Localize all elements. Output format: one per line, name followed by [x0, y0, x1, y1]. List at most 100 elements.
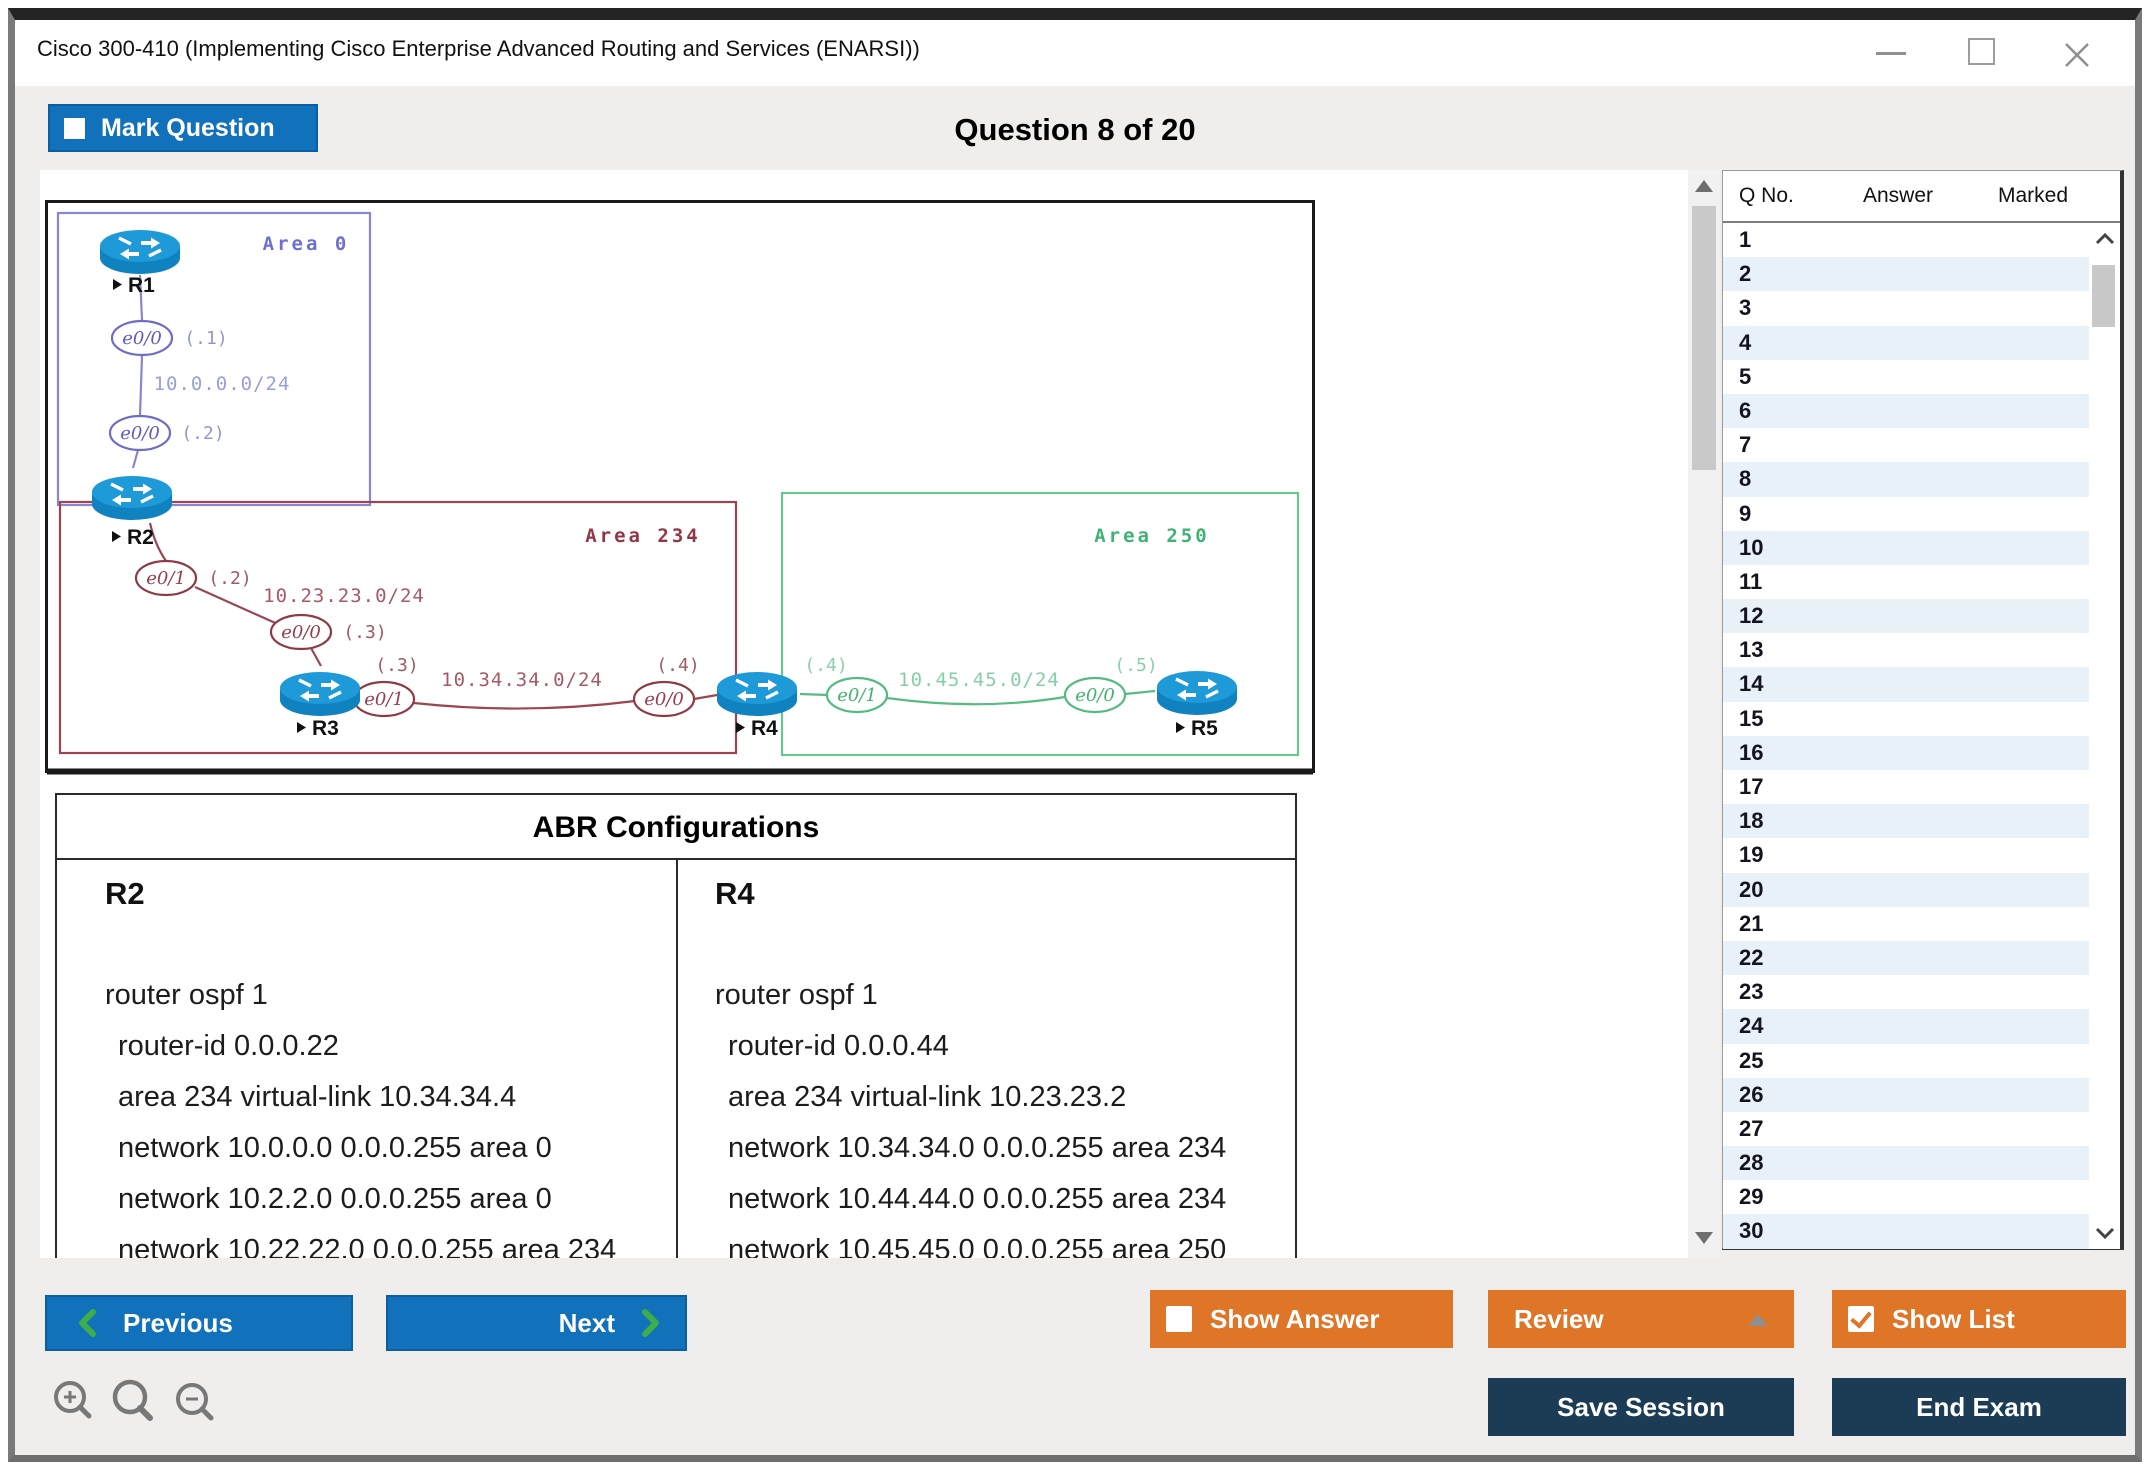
scrollbar-thumb[interactable] [1692, 206, 1716, 470]
question-row[interactable]: 8 [1723, 462, 2090, 497]
device-heading: R4 [715, 876, 755, 911]
question-row[interactable]: 23 [1723, 975, 2090, 1010]
interface-oval: e0/0 (.3) [269, 613, 387, 651]
mark-question-checkbox-icon [64, 117, 85, 139]
question-row[interactable]: 25 [1723, 1043, 2090, 1078]
chevron-left-icon [79, 1309, 96, 1337]
area-0-label: Area 0 [263, 233, 350, 255]
zoom-reset-icon[interactable] [112, 1379, 153, 1421]
show-list-checkbox-icon [1848, 1305, 1874, 1332]
question-row[interactable]: 9 [1723, 496, 2090, 531]
abr-configurations-table: ABR Configurations R2 router ospf 1 rout… [55, 793, 1297, 1258]
question-row[interactable]: 13 [1723, 633, 2090, 668]
review-button[interactable]: Review [1488, 1290, 1794, 1348]
next-label: Next [558, 1307, 615, 1338]
question-row[interactable]: 4 [1723, 325, 2090, 360]
show-list-button[interactable]: Show List [1832, 1290, 2126, 1348]
check-icon [1850, 1305, 1872, 1329]
show-answer-button[interactable]: Show Answer [1150, 1290, 1453, 1348]
router-icon [717, 672, 797, 716]
question-list-header: Q No. Answer Marked [1723, 171, 2120, 223]
network-topology-exhibit: Area 0 Area 234 Area 250 10.0.0.0/24 10.… [45, 200, 1315, 776]
content-scrollbar[interactable] [1688, 170, 1720, 1258]
config-line: network 10.22.22.0 0.0.0.255 area 234 [118, 1234, 617, 1258]
svg-text:(.3): (.3) [343, 622, 386, 643]
question-row[interactable]: 21 [1723, 906, 2090, 941]
router-label: R5 [1191, 717, 1218, 740]
question-row[interactable]: 30 [1723, 1214, 2090, 1249]
router-label: R1 [128, 274, 155, 297]
question-row[interactable]: 2 [1723, 257, 2090, 292]
config-line: network 10.34.34.0 0.0.0.255 area 234 [728, 1132, 1227, 1164]
question-row[interactable]: 15 [1723, 701, 2090, 736]
config-line: area 234 virtual-link 10.34.34.4 [118, 1081, 517, 1113]
question-row[interactable]: 26 [1723, 1077, 2090, 1112]
svg-text:e0/0: e0/0 [1075, 685, 1115, 706]
router-icon [280, 672, 360, 716]
collapse-arrow-icon [1748, 1314, 1768, 1326]
close-icon[interactable] [2062, 40, 2092, 70]
minimize-icon[interactable] [1876, 52, 1906, 55]
question-row[interactable]: 18 [1723, 804, 2090, 839]
svg-text:(.2): (.2) [181, 423, 224, 444]
interface-oval: e0/0 (.2) [108, 414, 225, 452]
router-icon [1157, 671, 1237, 715]
router-label: R3 [312, 717, 339, 740]
scroll-up-icon[interactable] [1695, 180, 1713, 192]
marker-icon [736, 722, 745, 733]
question-row[interactable]: 12 [1723, 599, 2090, 634]
review-label: Review [1514, 1303, 1604, 1334]
question-row[interactable]: 1 [1723, 223, 2090, 258]
question-row[interactable]: 27 [1723, 1111, 2090, 1147]
col-qno: Q No. [1739, 184, 1794, 207]
mark-question-button[interactable]: Mark Question [48, 104, 318, 152]
show-answer-label: Show Answer [1210, 1303, 1380, 1334]
previous-button[interactable]: Previous [45, 1295, 353, 1351]
question-counter: Question 8 of 20 [954, 112, 1196, 147]
question-row[interactable]: 17 [1723, 770, 2090, 805]
svg-text:e0/1: e0/1 [837, 685, 877, 706]
svg-text:e0/0: e0/0 [120, 423, 160, 444]
question-row[interactable]: 24 [1723, 1009, 2090, 1044]
zoom-in-icon[interactable] [54, 1381, 92, 1419]
question-row[interactable]: 14 [1723, 667, 2090, 702]
end-exam-label: End Exam [1916, 1391, 2042, 1422]
marker-icon [1176, 722, 1185, 733]
scroll-up-icon[interactable] [2095, 233, 2115, 245]
next-button[interactable]: Next [386, 1295, 687, 1351]
end-exam-button[interactable]: End Exam [1832, 1378, 2126, 1436]
question-row[interactable]: 20 [1723, 872, 2090, 907]
question-row[interactable]: 22 [1723, 940, 2090, 976]
question-row[interactable]: 19 [1723, 838, 2090, 873]
interface-oval: e0/1 (.3) [352, 655, 419, 718]
question-row[interactable]: 16 [1723, 735, 2090, 770]
maximize-icon[interactable] [1968, 38, 1995, 65]
router-labels: R1 R2 R3 R4 R5 [112, 274, 1218, 740]
scroll-down-icon[interactable] [2095, 1227, 2115, 1239]
svg-text:e0/0: e0/0 [644, 689, 684, 710]
question-list-panel: Q No. Answer Marked 1 2 3 4 5 6 7 8 9 10… [1722, 170, 2124, 1250]
router-icon [100, 230, 180, 274]
scroll-down-icon[interactable] [1695, 1232, 1713, 1244]
topology-diagram: Area 0 Area 234 Area 250 10.0.0.0/24 10.… [45, 200, 1315, 775]
interface-oval: e0/0 (.4) [632, 655, 700, 718]
question-row[interactable]: 3 [1723, 291, 2090, 326]
marker-icon [297, 722, 306, 733]
question-row[interactable]: 11 [1723, 564, 2090, 600]
save-session-button[interactable]: Save Session [1488, 1378, 1794, 1436]
question-row[interactable]: 28 [1723, 1146, 2090, 1181]
r2-config-column: R2 router ospf 1 router-id 0.0.0.22 area… [105, 860, 665, 1258]
question-rows: 1 2 3 4 5 6 7 8 9 10 11 12 13 14 15 16 1… [1723, 223, 2090, 1249]
question-list-scrollbar[interactable] [2089, 223, 2120, 1249]
zoom-out-icon[interactable] [176, 1383, 214, 1421]
question-row[interactable]: 29 [1723, 1180, 2090, 1215]
question-row[interactable]: 5 [1723, 359, 2090, 394]
col-answer: Answer [1862, 184, 1934, 207]
abr-table-title: ABR Configurations [57, 795, 1295, 860]
question-row[interactable]: 10 [1723, 530, 2090, 565]
svg-text:(.1): (.1) [184, 328, 227, 349]
window-title: Cisco 300-410 (Implementing Cisco Enterp… [37, 36, 920, 61]
question-row[interactable]: 6 [1723, 393, 2090, 429]
scrollbar-thumb[interactable] [2092, 265, 2115, 327]
question-row[interactable]: 7 [1723, 428, 2090, 463]
